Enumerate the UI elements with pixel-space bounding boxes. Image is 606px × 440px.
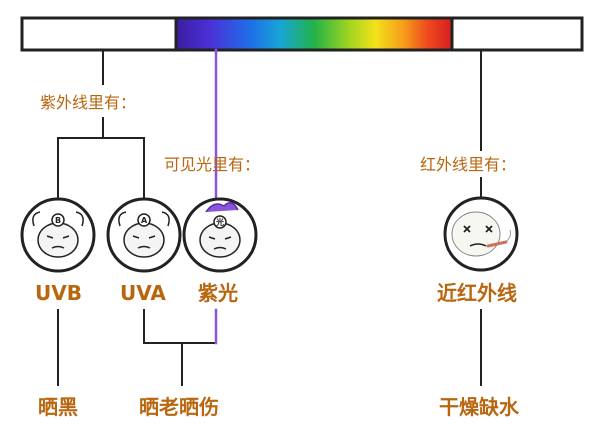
violet-badge-text: 光	[215, 217, 224, 227]
ir-heading: 红外线里有：	[420, 155, 516, 174]
near-ir-label: 近红外线	[437, 281, 517, 305]
violet-character-icon: 光	[182, 197, 258, 273]
visible-heading: 可见光里有：	[164, 155, 260, 174]
spectrum-bar	[20, 16, 584, 52]
uvb-character-icon: B	[20, 197, 96, 273]
uva-badge-text: A	[141, 216, 148, 225]
sunburn-effect-label: 晒老晒伤	[139, 395, 219, 419]
connector-lines	[57, 48, 482, 386]
uva-violet-bracket	[143, 309, 217, 386]
uvb-badge-text: B	[55, 216, 61, 225]
ir-segment	[450, 16, 584, 52]
dry-effect-label: 干燥缺水	[439, 395, 520, 419]
violet-label: 紫光	[198, 281, 238, 305]
uv-line-lower	[57, 117, 145, 201]
visible-segment	[174, 16, 454, 52]
uv-heading: 紫外线里有：	[40, 93, 136, 112]
uv-segment	[20, 16, 178, 52]
uva-character-icon: A	[106, 197, 182, 273]
tan-effect-label: 晒黑	[38, 395, 78, 419]
uva-label: UVA	[120, 281, 166, 305]
near-ir-character-icon	[443, 196, 519, 272]
uvb-label: UVB	[35, 281, 82, 305]
